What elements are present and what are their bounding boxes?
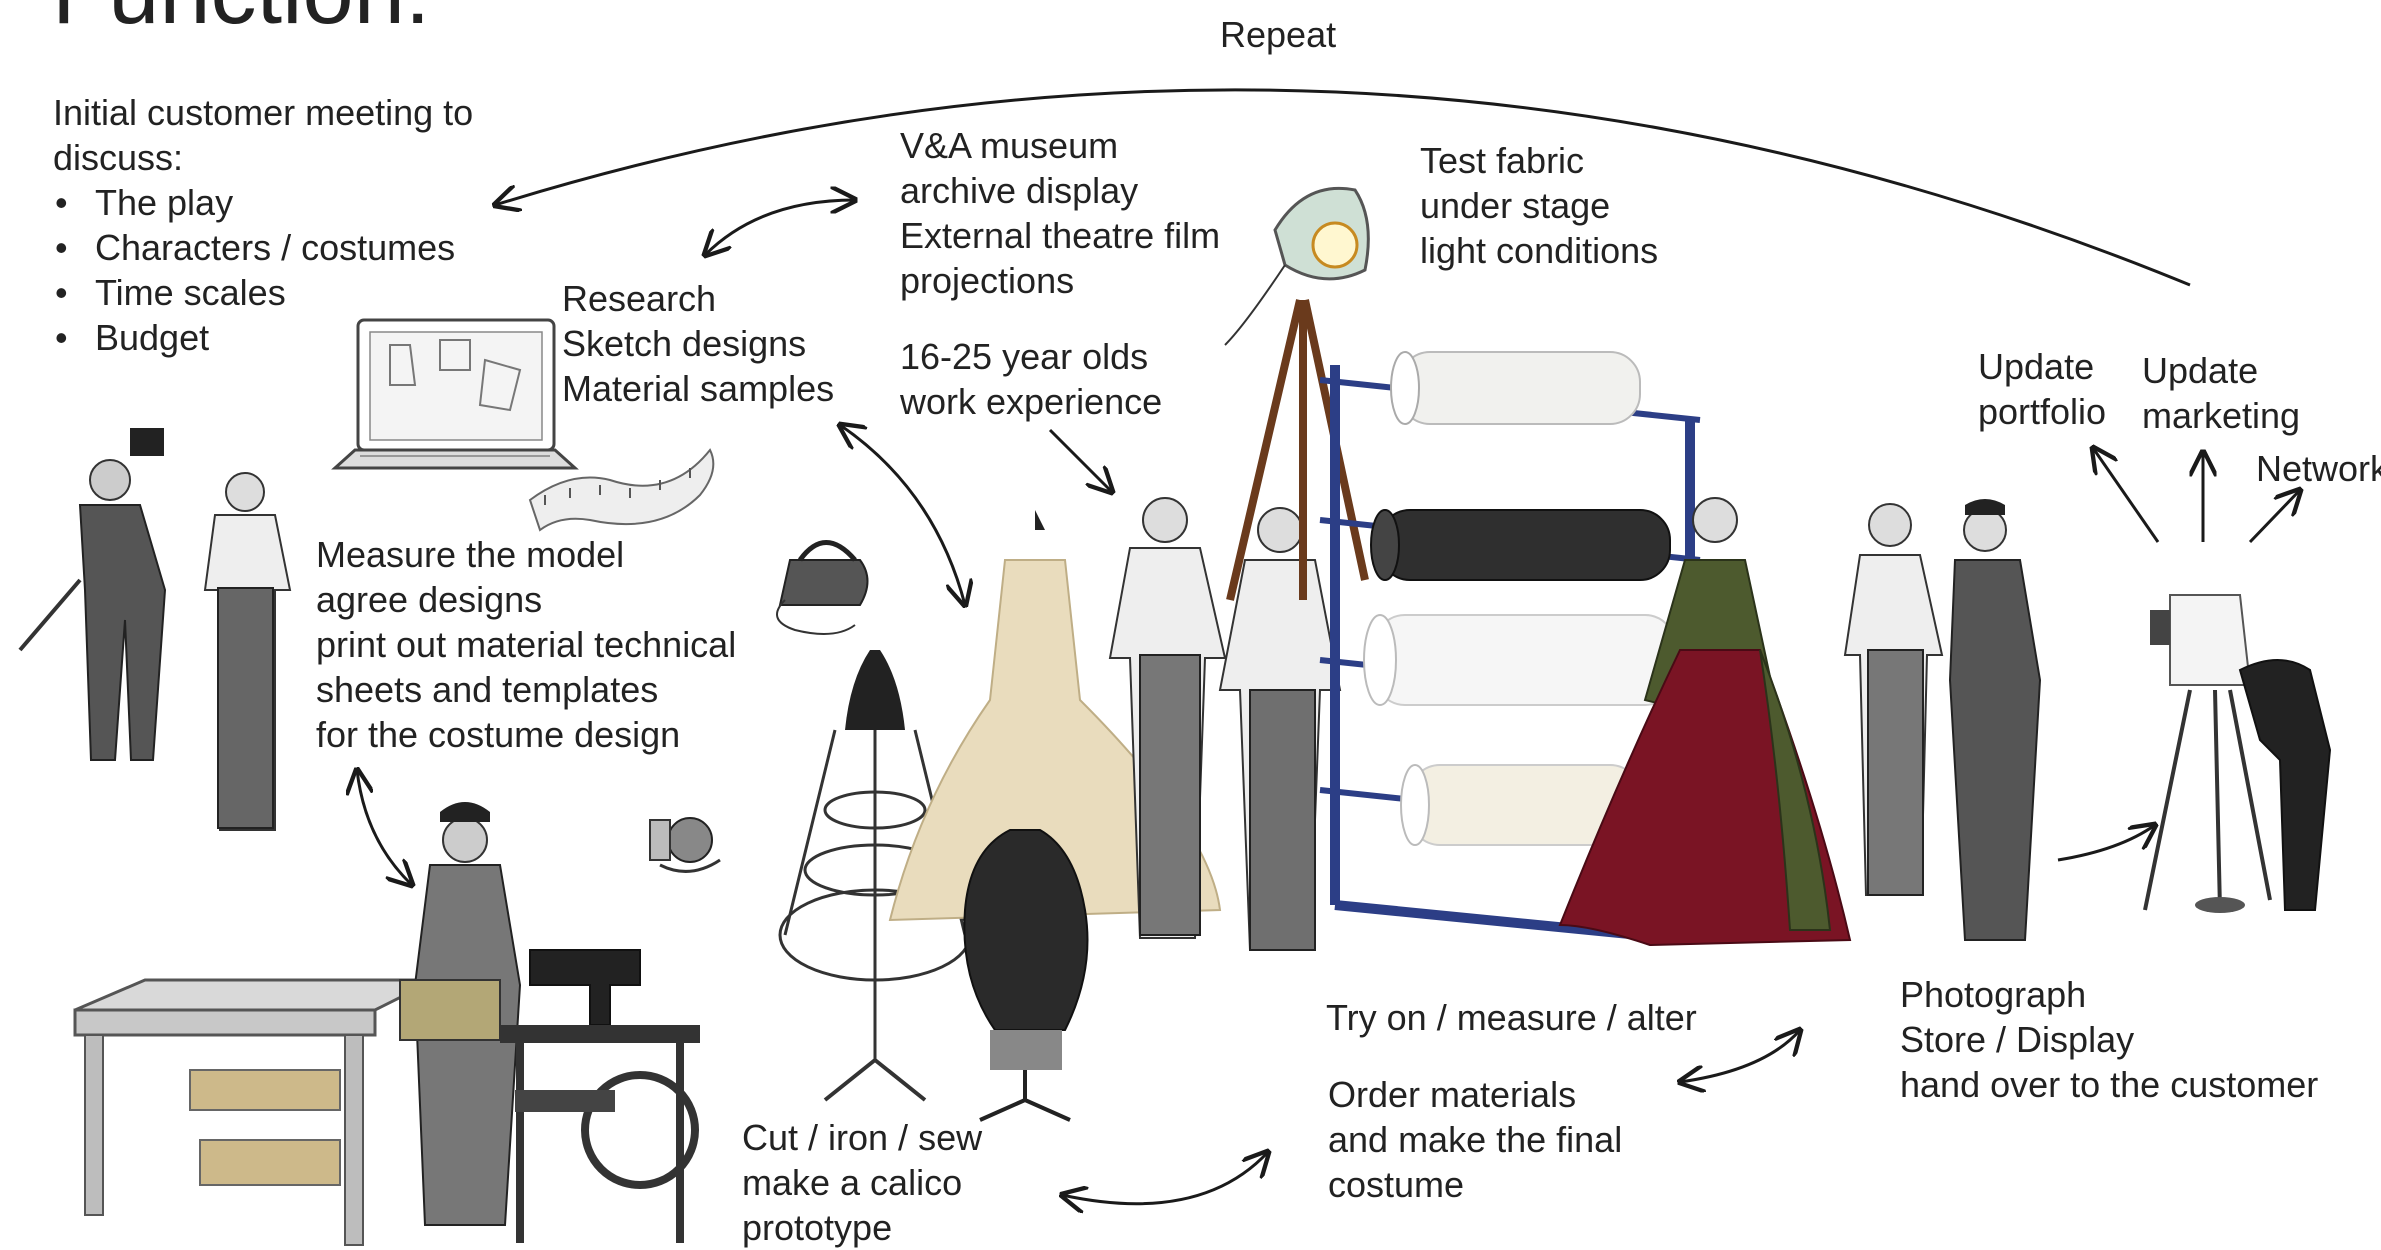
try-on-text: Try on / measure / alter <box>1326 995 1697 1040</box>
update-portfolio-line-2: portfolio <box>1978 389 2106 434</box>
measure-text: Measure the model agree designs print ou… <box>316 532 736 757</box>
work-experience-line-1: 16-25 year olds <box>900 334 1162 379</box>
test-fabric-text: Test fabric under stage light conditions <box>1420 138 1658 273</box>
research-line-3: Material samples <box>562 366 834 411</box>
order-materials-text: Order materials and make the final costu… <box>1328 1072 1622 1207</box>
research-line-2: Sketch designs <box>562 321 834 366</box>
repeat-label: Repeat <box>1220 12 1336 57</box>
measure-line-3: print out material technical <box>316 622 736 667</box>
photograph-text: Photograph Store / Display hand over to … <box>1900 972 2318 1107</box>
meeting-heading-line-1: Initial customer meeting to <box>53 90 473 135</box>
meeting-heading-line-2: discuss: <box>53 135 473 180</box>
update-portfolio-line-1: Update <box>1978 344 2106 389</box>
cut-line-3: prototype <box>742 1205 982 1250</box>
museum-line-1: V&A museum <box>900 123 1220 168</box>
test-fabric-line-2: under stage <box>1420 183 1658 228</box>
museum-line-2: archive display <box>900 168 1220 213</box>
network-text: Network <box>2256 446 2381 491</box>
meeting-bullet-time-scales: Time scales <box>53 270 473 315</box>
update-marketing-line-1: Update <box>2142 348 2300 393</box>
customer-meeting-text: Initial customer meeting to discuss: The… <box>53 90 473 360</box>
work-experience-line-2: work experience <box>900 379 1162 424</box>
cut-sew-text: Cut / iron / sew make a calico prototype <box>742 1115 982 1250</box>
update-marketing-text: Update marketing <box>2142 348 2300 438</box>
order-line-1: Order materials <box>1328 1072 1622 1117</box>
museum-line-3: External theatre film <box>900 213 1220 258</box>
photograph-line-3: hand over to the customer <box>1900 1062 2318 1107</box>
network-arrow <box>2250 490 2300 542</box>
repeat-arc-arrow <box>495 90 2190 285</box>
cut-line-2: make a calico <box>742 1160 982 1205</box>
measure-line-4: sheets and templates <box>316 667 736 712</box>
research-text: Research Sketch designs Material samples <box>562 276 834 411</box>
work-experience-arrow <box>1050 430 1112 492</box>
meeting-bullet-list: The play Characters / costumes Time scal… <box>53 180 473 360</box>
portfolio-arrow <box>2093 448 2158 542</box>
work-experience-text: 16-25 year olds work experience <box>900 334 1162 424</box>
meeting-bullet-budget: Budget <box>53 315 473 360</box>
measure-line-5: for the costume design <box>316 712 736 757</box>
meeting-bullet-play: The play <box>53 180 473 225</box>
research-calico-arrow <box>840 425 965 605</box>
museum-line-4: projections <box>900 258 1220 303</box>
photograph-line-2: Store / Display <box>1900 1017 2318 1062</box>
cut-order-arrow <box>1062 1152 1268 1204</box>
update-portfolio-text: Update portfolio <box>1978 344 2106 434</box>
couple-photographer-arrow <box>2058 825 2155 860</box>
meeting-bullet-characters: Characters / costumes <box>53 225 473 270</box>
research-line-1: Research <box>562 276 834 321</box>
order-tryon-arrow <box>1680 1030 1800 1082</box>
measure-sew-arrow <box>357 770 412 885</box>
research-museum-arrow <box>705 200 855 255</box>
museum-text: V&A museum archive display External thea… <box>900 123 1220 303</box>
measure-line-2: agree designs <box>316 577 736 622</box>
order-line-2: and make the final <box>1328 1117 1622 1162</box>
cut-line-1: Cut / iron / sew <box>742 1115 982 1160</box>
test-fabric-line-3: light conditions <box>1420 228 1658 273</box>
order-line-3: costume <box>1328 1162 1622 1207</box>
measure-line-1: Measure the model <box>316 532 736 577</box>
update-marketing-line-2: marketing <box>2142 393 2300 438</box>
test-fabric-line-1: Test fabric <box>1420 138 1658 183</box>
photograph-line-1: Photograph <box>1900 972 2318 1017</box>
